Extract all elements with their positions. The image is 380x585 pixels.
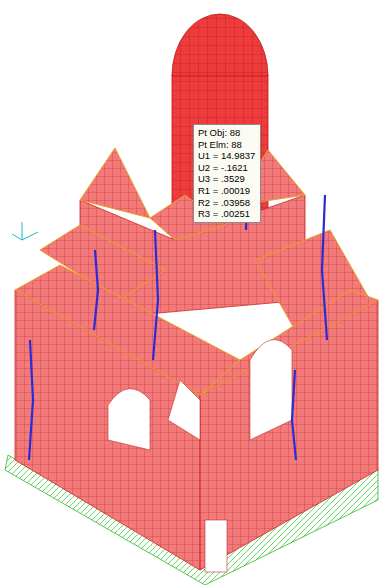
tooltip-line: U2 = -.1621 bbox=[198, 162, 256, 174]
main-walls bbox=[15, 265, 378, 570]
openings bbox=[108, 340, 292, 572]
info-tooltip: Pt Obj: 88Pt Elm: 88U1 = 14.9837U2 = -.1… bbox=[193, 124, 261, 223]
tooltip-line: R1 = .00019 bbox=[198, 185, 256, 197]
axes bbox=[12, 222, 38, 240]
tooltip-line: U1 = 14.9837 bbox=[198, 150, 256, 162]
tooltip-line: R2 = .03958 bbox=[198, 197, 256, 209]
tooltip-line: Pt Elm: 88 bbox=[198, 139, 256, 151]
tooltip-line: U3 = .3529 bbox=[198, 173, 256, 185]
frame-lines bbox=[29, 170, 327, 460]
tooltip-line: R3 = .00251 bbox=[198, 208, 256, 220]
tooltip-line: Pt Obj: 88 bbox=[198, 127, 256, 139]
